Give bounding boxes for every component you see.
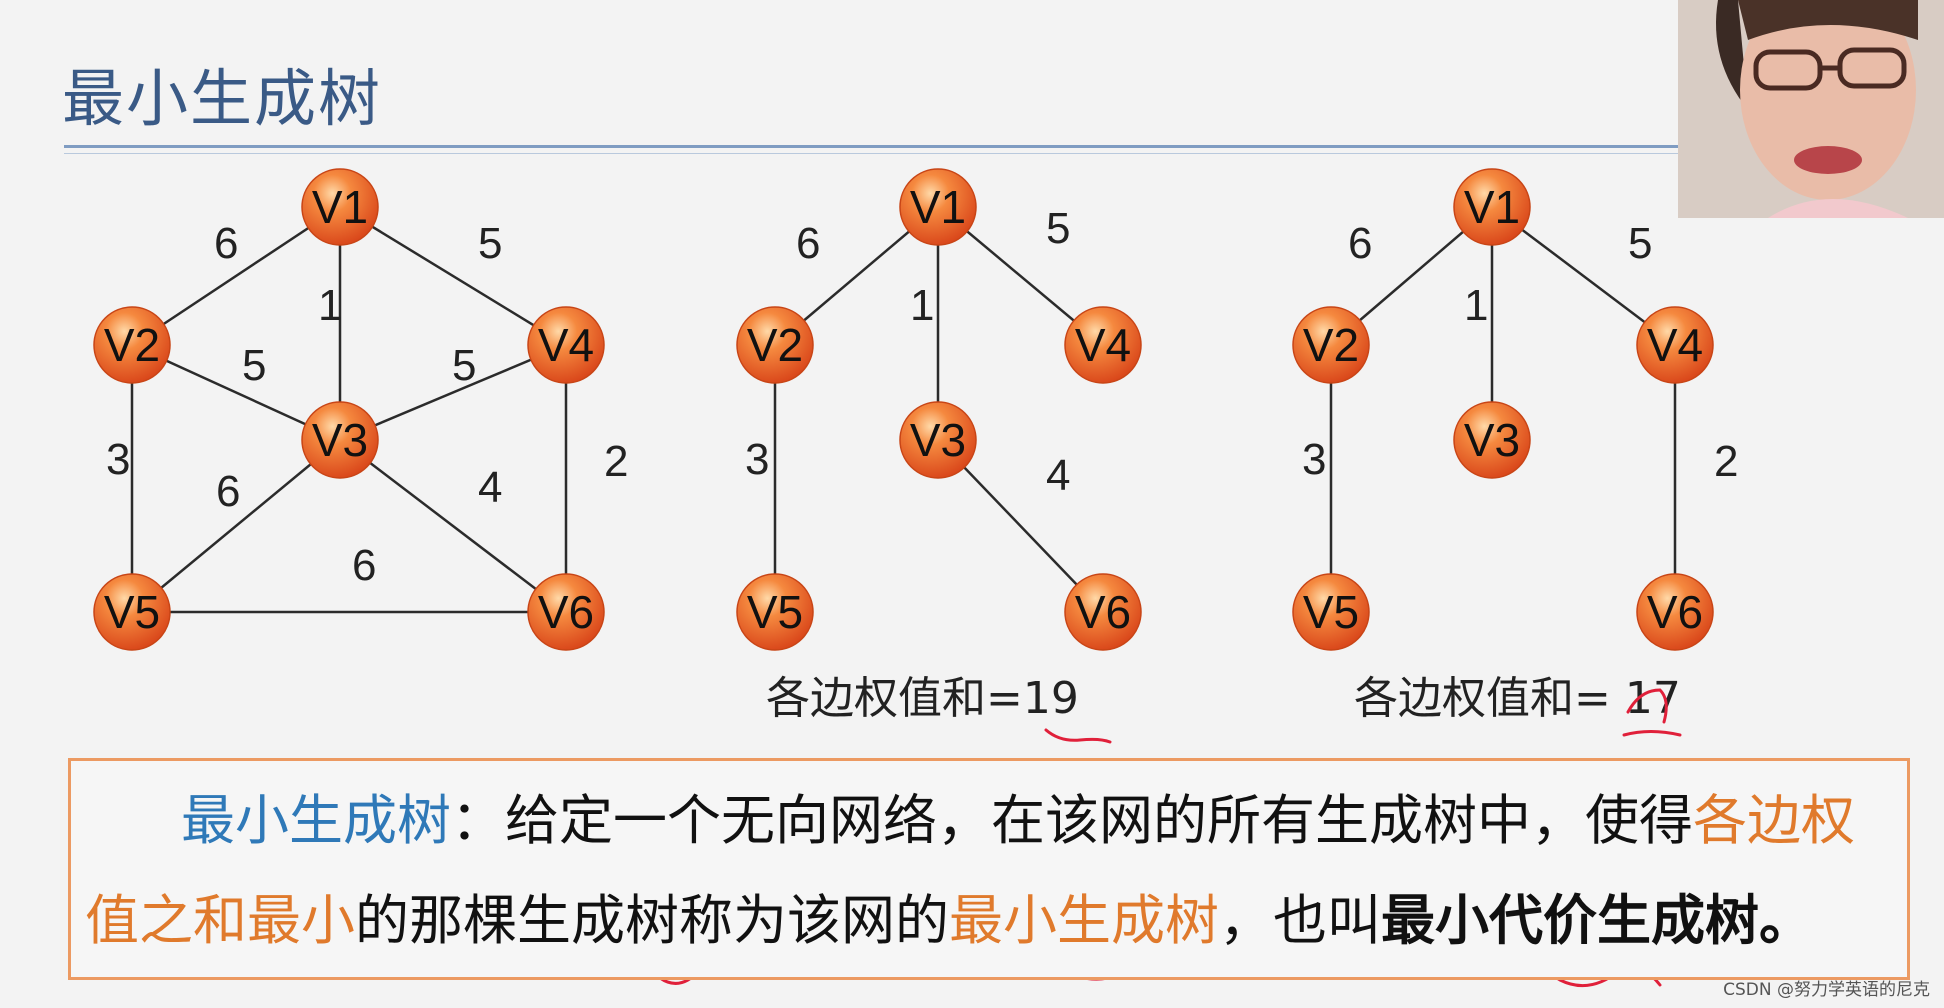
- graph2-node-label-v1: V1: [910, 181, 966, 233]
- graph1-weight-v1-v4: 5: [478, 219, 502, 268]
- graph1-weight-v1-v3: 1: [318, 281, 342, 330]
- definition-box: 最小生成树：给定一个无向网络，在该网的所有生成树中，使得各边权值之和最小的那棵生…: [68, 758, 1910, 980]
- graph2-node-label-v5: V5: [747, 586, 803, 638]
- graph3-node-label-v4: V4: [1647, 319, 1703, 371]
- graph1-edge-v1-v4: [340, 207, 566, 345]
- definition-highlight-mst: 最小生成树: [949, 889, 1219, 952]
- graph1-weight-v3-v4: 5: [452, 341, 476, 390]
- graph1-node-label-v4: V4: [538, 319, 594, 371]
- graph1-weight-v3-v5: 6: [216, 467, 240, 516]
- definition-colon: ：: [451, 789, 505, 852]
- graph3-node-label-v3: V3: [1464, 414, 1520, 466]
- graph1-weight-v5-v6: 6: [352, 541, 376, 590]
- graph2-weight-v1-v3: 1: [910, 281, 934, 330]
- spanning-tree-2-sum: 各边权值和= 17: [1354, 673, 1681, 724]
- graph1-node-label-v3: V3: [312, 414, 368, 466]
- graph3-weight-v2-v5: 3: [1302, 435, 1326, 484]
- definition-alias: 最小代价生成树。: [1381, 889, 1813, 952]
- definition-part1: 给定一个无向网络，在该网的所有生成树中，使得: [505, 789, 1693, 852]
- graph3-node-label-v1: V1: [1464, 181, 1520, 233]
- presenter-webcam: [1678, 0, 1944, 218]
- graph3-node-label-v2: V2: [1303, 319, 1359, 371]
- graph1-node-label-v2: V2: [104, 319, 160, 371]
- graph3-node-label-v6: V6: [1647, 586, 1703, 638]
- graph3-weight-v1-v3: 1: [1464, 281, 1488, 330]
- graph1-weight-v4-v6: 2: [604, 437, 628, 486]
- graph1-node-label-v1: V1: [312, 181, 368, 233]
- graph2-node-label-v3: V3: [910, 414, 966, 466]
- graph1-weight-v2-v5: 3: [106, 435, 130, 484]
- graph3-weight-v4-v6: 2: [1714, 437, 1738, 486]
- graph2-node-label-v6: V6: [1075, 586, 1131, 638]
- watermark: CSDN @努力学英语的尼克: [1723, 975, 1930, 1000]
- graph1-node-label-v6: V6: [538, 586, 594, 638]
- graph2-weight-v1-v2: 6: [796, 219, 820, 268]
- graph3-weight-v1-v2: 6: [1348, 219, 1372, 268]
- graph2-weight-v3-v6: 4: [1046, 451, 1070, 500]
- graph1-weight-v1-v2: 6: [214, 219, 238, 268]
- graph3-node-label-v5: V5: [1303, 586, 1359, 638]
- graph2-node-label-v2: V2: [747, 319, 803, 371]
- presenter-image: [1678, 0, 1944, 218]
- graph1-edge-v3-v5: [132, 440, 340, 612]
- graph2-weight-v1-v4: 5: [1046, 204, 1070, 253]
- definition-term: 最小生成树: [181, 789, 451, 852]
- graph2-weight-v2-v5: 3: [745, 435, 769, 484]
- definition-text: 最小生成树：给定一个无向网络，在该网的所有生成树中，使得各边权值之和最小的那棵生…: [85, 771, 1893, 971]
- graph1-node-label-v5: V5: [104, 586, 160, 638]
- graph3-weight-v1-v4: 5: [1628, 219, 1652, 268]
- definition-part3: ，也叫: [1219, 889, 1381, 952]
- spanning-tree-1-sum: 各边权值和=19: [766, 673, 1079, 724]
- graph1-weight-v3-v6: 4: [478, 463, 502, 512]
- graph1-weight-v2-v3: 5: [242, 341, 266, 390]
- graph2-node-label-v4: V4: [1075, 319, 1131, 371]
- definition-part2: 的那棵生成树称为该网的: [355, 889, 949, 952]
